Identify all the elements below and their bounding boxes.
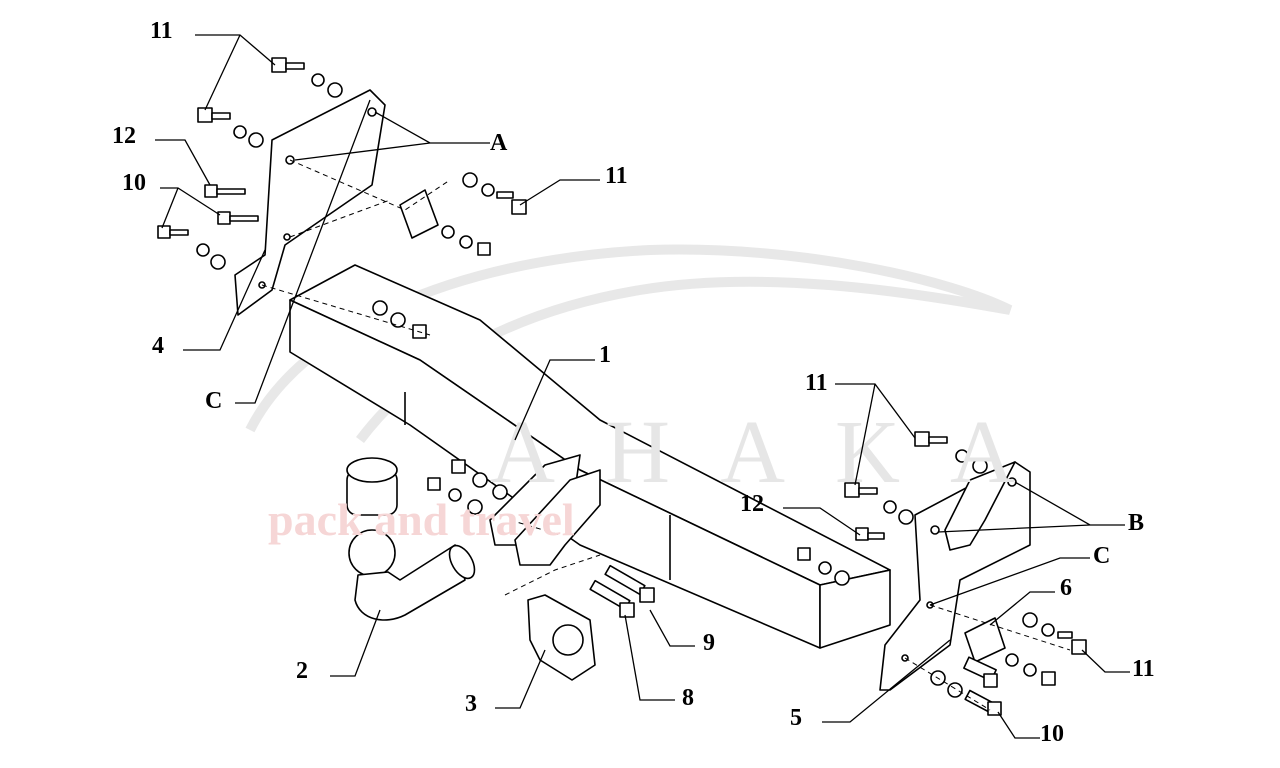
fasteners bbox=[157, 57, 1087, 716]
label-10: 10 bbox=[122, 170, 146, 196]
label-11: 11 bbox=[150, 18, 173, 44]
svg-text:pack and travel: pack and travel bbox=[268, 494, 575, 545]
label-4: 4 bbox=[152, 333, 164, 359]
clamp-plate bbox=[399, 189, 439, 239]
leader-lines bbox=[155, 34, 1130, 739]
label-11: 11 bbox=[605, 163, 628, 189]
label-2: 2 bbox=[296, 658, 308, 684]
svg-text:AHAKA: AHAKA bbox=[490, 403, 1065, 502]
label-a: A bbox=[490, 130, 508, 156]
label-5: 5 bbox=[790, 705, 802, 731]
part-labels: 11 12 10 A 11 4 C 1 11 12 B C 6 11 2 3 8… bbox=[112, 18, 1155, 747]
left-bracket bbox=[234, 89, 386, 316]
assembly-axes bbox=[261, 159, 1071, 711]
label-12: 12 bbox=[740, 491, 764, 517]
label-10: 10 bbox=[1040, 721, 1064, 747]
label-9: 9 bbox=[703, 630, 715, 656]
watermark: AHAKA pack and travel bbox=[268, 403, 1065, 545]
label-8: 8 bbox=[682, 685, 694, 711]
towball bbox=[346, 457, 476, 621]
socket-plate bbox=[527, 594, 596, 681]
label-12: 12 bbox=[112, 123, 136, 149]
label-1: 1 bbox=[599, 342, 611, 368]
main-beam bbox=[289, 264, 891, 649]
label-3: 3 bbox=[465, 691, 477, 717]
label-c: C bbox=[1093, 543, 1110, 569]
label-c: C bbox=[205, 388, 222, 414]
label-b: B bbox=[1128, 510, 1144, 536]
label-6: 6 bbox=[1060, 575, 1072, 601]
right-bracket bbox=[879, 461, 1031, 691]
label-11: 11 bbox=[1132, 656, 1155, 682]
clamp-plate bbox=[964, 617, 1006, 663]
label-11: 11 bbox=[805, 370, 828, 396]
watermark-swoosh bbox=[245, 244, 1013, 444]
